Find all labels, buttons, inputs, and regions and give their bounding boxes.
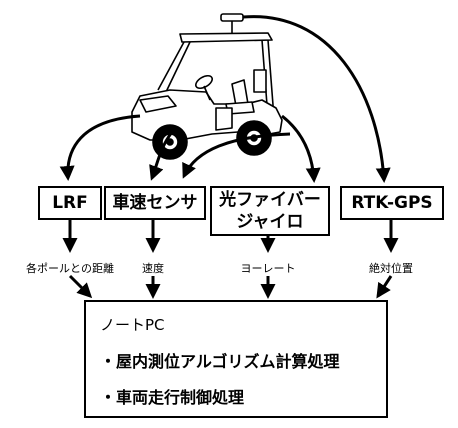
gyro-label: 光ファイバー ジャイロ — [219, 190, 321, 232]
pc-item-vehicle-control: ・車両走行制御処理 — [100, 388, 245, 407]
arrow-position-to-pc — [376, 275, 393, 299]
arrow-vehicle-to-gyro-left — [182, 132, 291, 179]
arrow-vehicle-to-gyro-right — [281, 114, 321, 183]
arrow-distance-to-pc — [68, 274, 93, 299]
rtk-gps-label: RTK-GPS — [351, 193, 433, 213]
signal-distance: 各ポールとの距離 — [26, 262, 114, 275]
pc-item-positioning: ・屋内測位アルゴリズム計算処理 — [100, 352, 340, 371]
arrow-vehicle-to-lrf — [59, 114, 141, 181]
arrow-antenna-to-gps — [242, 15, 391, 183]
speed-sensor-box: 車速センサ — [104, 186, 206, 220]
lrf-label: LRF — [52, 193, 88, 213]
pc-title: ノートPC — [100, 316, 165, 334]
lrf-box: LRF — [38, 186, 102, 220]
arrow-vehicle-to-speed-sensor — [149, 131, 174, 181]
notebook-pc-box: ノートPC ・屋内測位アルゴリズム計算処理 ・車両走行制御処理 — [84, 300, 388, 418]
signal-velocity: 速度 — [142, 262, 164, 275]
signal-yaw-rate: ヨーレート — [240, 262, 296, 275]
gyro-box: 光ファイバー ジャイロ — [210, 186, 330, 236]
signal-absolute-position: 絶対位置 — [369, 262, 413, 275]
speed-sensor-label: 車速センサ — [112, 193, 198, 213]
rtk-gps-box: RTK-GPS — [340, 186, 444, 220]
